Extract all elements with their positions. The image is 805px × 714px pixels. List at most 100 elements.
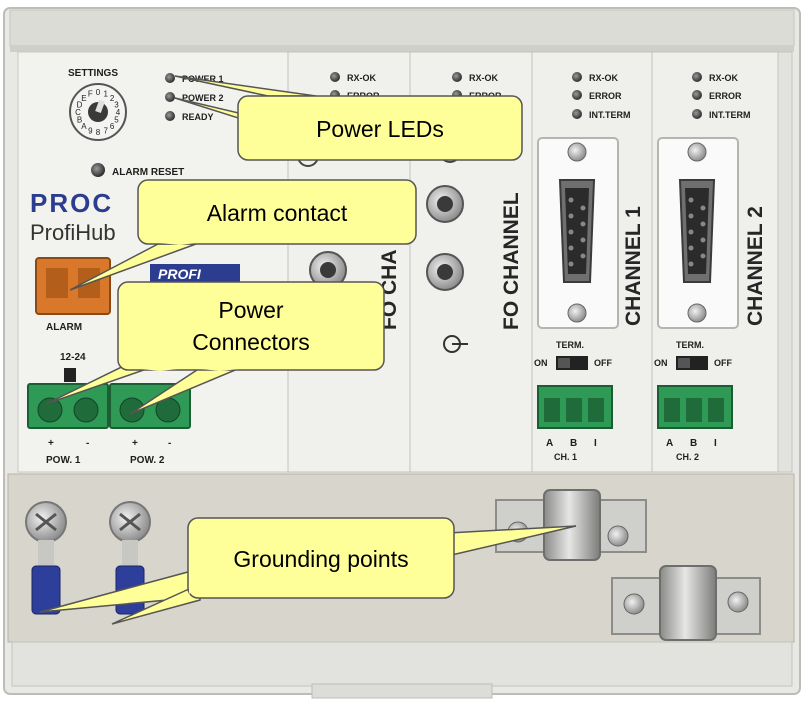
power-led-group: POWER 1 POWER 2 READY (165, 73, 224, 122)
callout-power-leds-text: Power LEDs (316, 116, 444, 142)
ch2-pin-a: A (666, 438, 673, 449)
ch2-pin-i: I (714, 438, 717, 449)
ch2-led-label-3: INT.TERM (709, 110, 751, 120)
voltage-label: 12-24 (60, 352, 86, 363)
alarm-label: ALARM (46, 322, 82, 333)
cable-lug-1[interactable] (25, 501, 67, 615)
ch1-led-label-1: RX-OK (589, 73, 619, 83)
pin-hole (568, 261, 574, 267)
pow2-plus: + (132, 438, 138, 449)
ch2-led-label-1: RX-OK (709, 73, 739, 83)
ch1-terminal-block[interactable] (537, 385, 613, 429)
led-icon (165, 73, 175, 83)
rotary-digit: 1 (103, 90, 108, 99)
led-icon (692, 90, 702, 100)
rotary-digit: E (81, 94, 86, 103)
rotary-digit: 4 (116, 108, 121, 117)
top-rail (9, 9, 795, 47)
pin-hole (688, 213, 694, 219)
pow2-minus: - (168, 438, 171, 449)
led-icon (330, 72, 340, 82)
fo2-led-label-1: RX-OK (469, 73, 499, 83)
pin-hole (700, 221, 706, 227)
rotary-digit: C (75, 108, 81, 117)
ch2-terminal-block[interactable] (657, 385, 733, 429)
ch1-leds: RX-OK ERROR INT.TERM (572, 72, 631, 120)
rotary-digit: A (81, 122, 87, 131)
shield-clamp-2[interactable] (611, 565, 761, 641)
pin-hole (688, 197, 694, 203)
ch1-dsub-connector[interactable] (537, 137, 619, 329)
power-led-label-2: POWER 2 (182, 93, 224, 103)
pin-hole (568, 229, 574, 235)
pin-hole (580, 221, 586, 227)
ch2-pin-holes (688, 197, 706, 267)
pin-hole (700, 237, 706, 243)
led-icon (692, 72, 702, 82)
callout-power-connectors-line2: Connectors (192, 329, 310, 355)
pin-hole (700, 253, 706, 259)
ch2-off-label: OFF (714, 358, 732, 368)
rotary-digit: 5 (114, 116, 119, 125)
led-icon (452, 72, 462, 82)
ch1-pin-i: I (594, 438, 597, 449)
callout-alarm-contact: Alarm contact (69, 179, 417, 291)
led-icon (572, 72, 582, 82)
settings-label: SETTINGS (68, 68, 118, 79)
rotary-digit: 0 (96, 88, 101, 97)
power-led-label-3: READY (182, 112, 214, 122)
ch1-on-label: ON (534, 358, 548, 368)
pin-hole (568, 197, 574, 203)
led-icon (165, 111, 175, 121)
pin-hole (568, 213, 574, 219)
led-icon (572, 109, 582, 119)
pin-hole (580, 205, 586, 211)
pow1-label: POW. 1 (46, 455, 81, 466)
pow1-plus: + (48, 438, 54, 449)
rotary-digit: 3 (114, 100, 119, 109)
ch1-led-label-3: INT.TERM (589, 110, 631, 120)
rotary-digit: 2 (110, 94, 115, 103)
profi-logo (150, 264, 240, 284)
alarm-reset-button[interactable] (91, 163, 105, 177)
rotary-digit: D (77, 100, 83, 109)
receive-arrow-icon (443, 335, 468, 353)
profi-logo-text: PROFI (158, 266, 202, 282)
rotary-digit: 7 (103, 127, 108, 136)
led-icon (165, 92, 175, 102)
rotary-digit: F (88, 90, 93, 99)
ch2-dsub-connector[interactable] (657, 137, 739, 329)
power-led-label-1: POWER 1 (182, 74, 224, 84)
fo1-connector[interactable] (309, 251, 347, 289)
ch1-pin-a: A (546, 438, 553, 449)
led-icon (692, 109, 702, 119)
pin-hole (580, 237, 586, 243)
callout-power-connectors-line1: Power (218, 297, 284, 323)
ch1-channel-label: CH. 1 (554, 452, 577, 462)
pin-hole (688, 229, 694, 235)
product-name: ProfiHub (30, 220, 116, 245)
ch2-pin-b: B (690, 438, 697, 449)
ch2-on-label: ON (654, 358, 668, 368)
shield-clamp-1[interactable] (495, 489, 647, 561)
callout-grounding-points: Grounding points (39, 517, 577, 625)
ch2-led-label-2: ERROR (709, 91, 742, 101)
ch1-term-label: TERM. (556, 340, 584, 350)
rotary-digit: 9 (88, 127, 93, 136)
ch1-off-label: OFF (594, 358, 612, 368)
callout-power-connectors: Power Connectors (45, 281, 385, 415)
ch1-pin-b: B (570, 438, 577, 449)
rotary-digit: 6 (110, 122, 115, 131)
pin-hole (568, 245, 574, 251)
fo2-connector-top[interactable] (426, 185, 464, 223)
power-connector-1[interactable] (27, 383, 109, 429)
fo2-connector-bottom[interactable] (426, 253, 464, 291)
rotary-digit: B (77, 116, 82, 125)
ch2-vertical-label: CHANNEL 2 (744, 206, 767, 326)
pow2-label: POW. 2 (130, 455, 165, 466)
pow1-minus: - (86, 438, 89, 449)
ch1-vertical-label: CHANNEL 1 (622, 206, 645, 326)
pin-hole (688, 245, 694, 251)
